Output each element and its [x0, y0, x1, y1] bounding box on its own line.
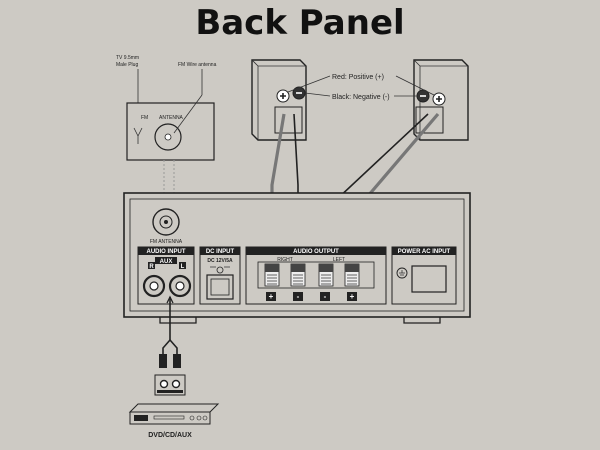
- dc-input-header: DC INPUT: [206, 249, 235, 255]
- plus-icon: [436, 96, 442, 102]
- terminal-left-positive[interactable]: [344, 263, 360, 287]
- foot-left: [159, 317, 197, 324]
- rca-plug-white: [173, 354, 181, 368]
- callout-antenna-jack-center: [164, 133, 172, 141]
- rca-cable: [159, 295, 181, 368]
- rca-plug-red: [159, 354, 167, 368]
- audio-input-header-bg: [138, 247, 194, 255]
- rca-jack-left-center: [175, 281, 185, 291]
- antenna-callout: TV 9.5mm Male Plug FM Wire antenna FM AN…: [116, 55, 217, 195]
- source-jack-label-strip: [157, 390, 183, 393]
- foot-right: [403, 317, 441, 324]
- ground-icon: [396, 267, 408, 279]
- rca-arrow-icon: [166, 295, 174, 304]
- speaker-left-edge: [251, 59, 306, 140]
- audio-output-header: AUDIO OUTPUT: [293, 249, 339, 255]
- amplifier-chassis-inner: [129, 198, 465, 312]
- audio-output-right-label: RIGHT: [277, 257, 293, 263]
- polarity-label-4: +: [350, 292, 355, 301]
- audio-output-header-bg: [246, 247, 386, 255]
- tv-plug-label-line1: TV 9.5mm: [116, 55, 139, 61]
- fm-antenna-jack-pin: [164, 220, 168, 224]
- fm-antenna-label: FM ANTENNA: [150, 239, 183, 245]
- speaker-right: [413, 59, 469, 141]
- polarity-label-2: -: [297, 292, 300, 301]
- polarity-badge-1: [266, 292, 276, 301]
- dvd-player-front: [129, 411, 211, 425]
- tv-plug-label-line2: Male Plug: [116, 62, 138, 68]
- speaker-left-terminal-plate: [274, 106, 303, 134]
- dc-input-header-bg: [200, 247, 240, 255]
- audio-input-header: AUDIO INPUT: [147, 249, 186, 255]
- source-device-label: DVD/CD/AUX: [148, 432, 192, 439]
- plus-icon: [280, 93, 286, 99]
- terminal-right-negative[interactable]: [290, 263, 306, 287]
- source-jack-left: [171, 379, 181, 389]
- legend-red-leader: [287, 75, 331, 93]
- legend-red-leader-right: [395, 75, 435, 96]
- speaker-terminal-strip: [257, 261, 375, 289]
- aux-label: AUX: [160, 259, 173, 265]
- callout-antenna-label: ANTENNA: [159, 115, 184, 121]
- dc-jack-inner: [210, 278, 230, 296]
- power-ac-input-header-bg: [392, 247, 456, 255]
- terminal-left-negative[interactable]: [318, 263, 334, 287]
- speaker-right-terminal-plate: [415, 106, 444, 134]
- legend-black-leader: [304, 92, 331, 97]
- dvd-player-tray: [153, 415, 185, 420]
- dc-input-rating: DC 12V/5A: [207, 258, 233, 264]
- fm-wire-pointer: [173, 94, 203, 134]
- speaker-right-edge: [413, 59, 468, 140]
- r-label: R: [149, 264, 154, 270]
- dvd-player-top: [128, 403, 220, 413]
- r-label-bg: [148, 262, 155, 269]
- amplifier-back-panel: FM ANTENNA AUDIO INPUT AUX R L DC INPUT …: [123, 192, 471, 324]
- callout-fm-label: FM: [141, 115, 148, 121]
- speaker-left: [251, 59, 307, 141]
- polarity-badge-3: [320, 292, 330, 301]
- l-label: L: [181, 264, 185, 270]
- dc-polarity-icon: [210, 266, 230, 274]
- rca-jack-right-center: [149, 281, 159, 291]
- power-ac-input-header: POWER AC INPUT: [398, 249, 451, 255]
- ac-power-socket[interactable]: [411, 265, 447, 293]
- audio-output-left-label: LEFT: [333, 257, 345, 263]
- antenna-symbol-icon: [133, 127, 143, 144]
- dvd-player-button: [202, 415, 208, 421]
- dvd-player-button: [196, 415, 202, 421]
- polarity-badge-4: [347, 292, 357, 301]
- speaker-polarity-legend: Red: Positive (+) Black: Negative (-): [287, 74, 435, 101]
- dvd-player-display: [134, 415, 148, 421]
- aux-label-bg: [155, 257, 177, 264]
- source-jack-right: [159, 379, 169, 389]
- terminal-right-positive[interactable]: [264, 263, 280, 287]
- source-device: DVD/CD/AUX: [128, 374, 220, 439]
- legend-red-positive: Red: Positive (+): [332, 74, 384, 81]
- polarity-badge-2: [293, 292, 303, 301]
- ground-symbol: [399, 270, 405, 276]
- page-title: Back Panel: [195, 3, 404, 43]
- polarity-label-3: -: [324, 292, 327, 301]
- legend-black-negative: Black: Negative (-): [332, 94, 390, 101]
- polarity-label-1: +: [269, 292, 274, 301]
- fm-wire-antenna-label: FM Wire antenna: [178, 62, 217, 68]
- dvd-player-button: [189, 415, 195, 421]
- l-label-bg: [179, 262, 186, 269]
